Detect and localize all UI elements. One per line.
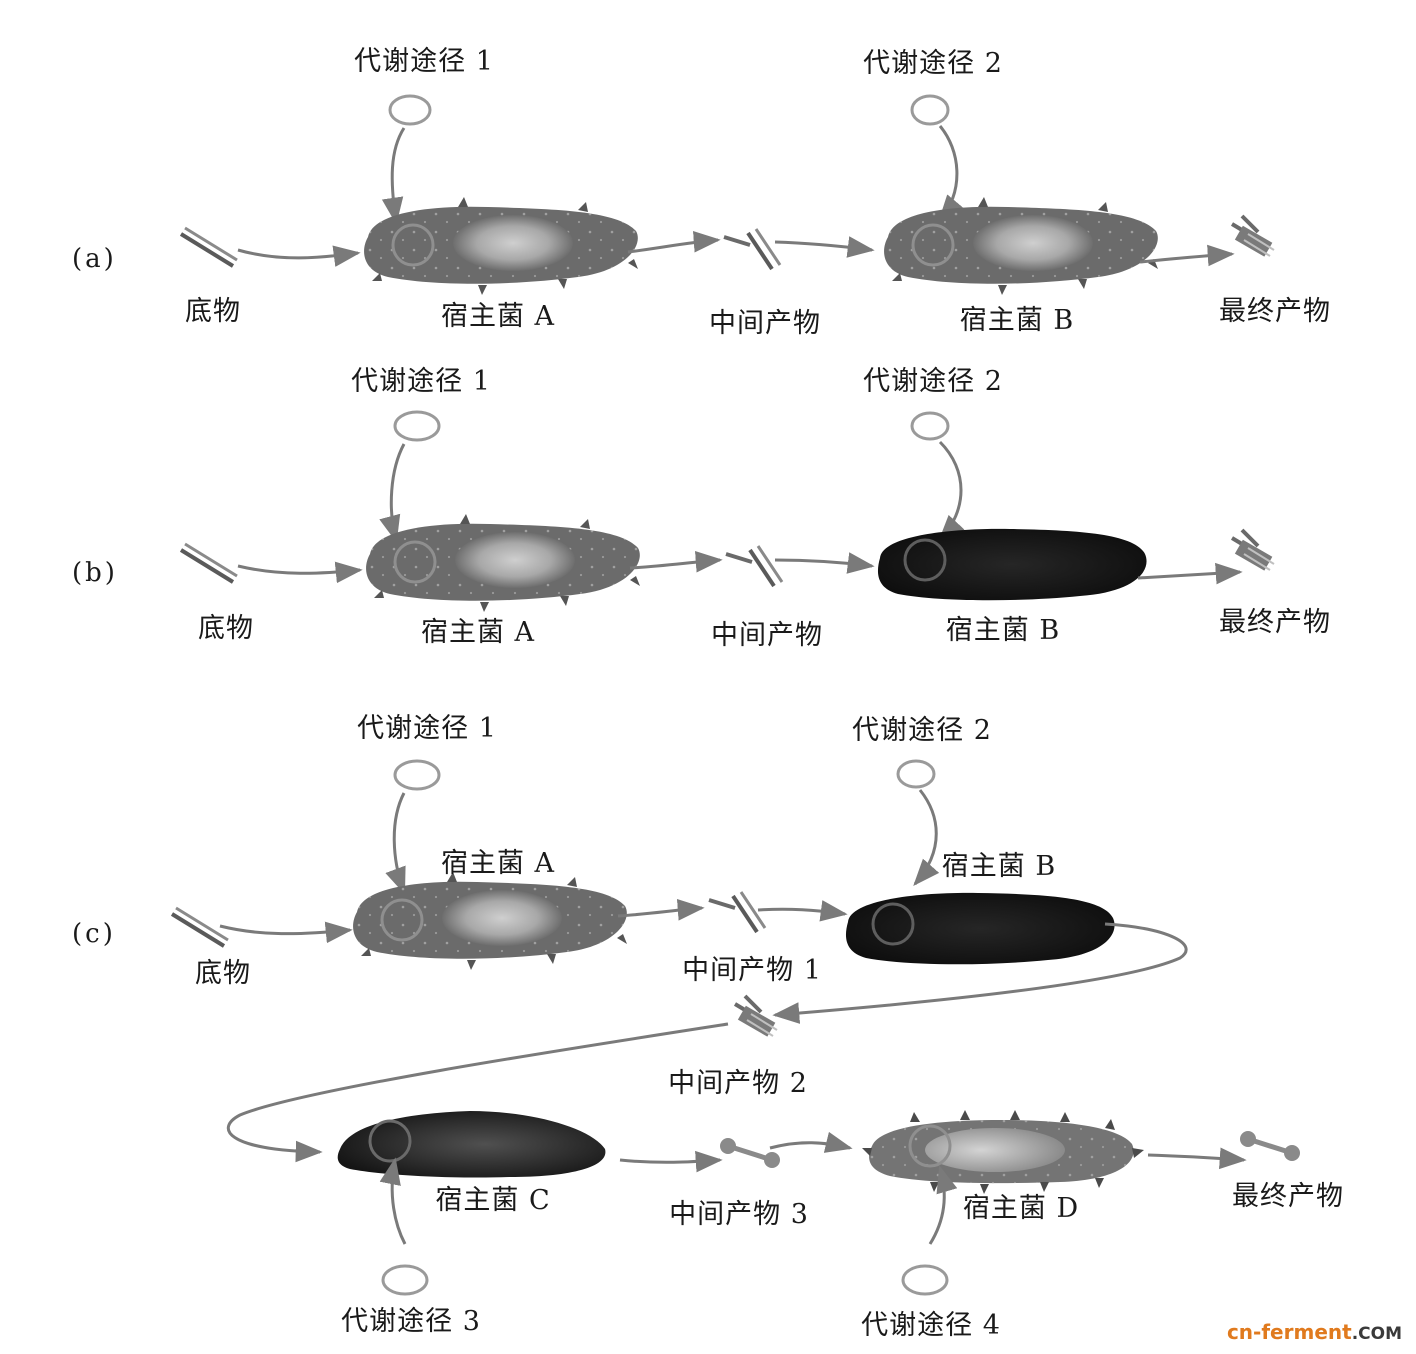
- panel-c-pathway-2-label: 代谢途径 2: [852, 715, 992, 746]
- watermark-logo: cn-ferment.COM: [1227, 1320, 1402, 1344]
- panel-c-intermediate-1-label: 中间产物 1: [682, 955, 822, 986]
- panel-c-host-b-label: 宿主菌 B: [941, 851, 1057, 882]
- panel-c-substrate-label: 底物: [195, 958, 251, 989]
- panel-c-pathway-1-label: 代谢途径 1: [357, 713, 497, 744]
- panel-b-host-a-label: 宿主菌 A: [420, 617, 536, 648]
- panel-c-host-d-label: 宿主菌 D: [962, 1193, 1080, 1224]
- watermark-suffix: .COM: [1351, 1324, 1402, 1344]
- panel-c-intermediate-3-label: 中间产物 3: [669, 1199, 809, 1230]
- panel-c-final-product-label: 最终产物: [1232, 1181, 1344, 1212]
- panel-a-host-a-label: 宿主菌 A: [440, 301, 556, 332]
- panel-c-host-c-label: 宿主菌 C: [435, 1185, 551, 1216]
- panel-a-intermediate-label: 中间产物: [709, 308, 821, 339]
- panel-b-pathway-1-label: 代谢途径 1: [351, 366, 491, 397]
- panel-b-intermediate-label: 中间产物: [711, 620, 823, 651]
- panel-b-final-product-label: 最终产物: [1219, 607, 1331, 638]
- panel-c-intermediate-2-label: 中间产物 2: [668, 1068, 808, 1099]
- panel-a-tag: (a): [72, 244, 117, 274]
- panel-b-tag: (b): [72, 558, 118, 588]
- panel-a-final-product-label: 最终产物: [1219, 296, 1331, 327]
- panel-b-host-b-label: 宿主菌 B: [945, 615, 1061, 646]
- panel-a-host-b-label: 宿主菌 B: [959, 305, 1075, 336]
- panel-c-pathway-3-label: 代谢途径 3: [341, 1306, 481, 1337]
- watermark-brand: cn-ferment: [1226, 1320, 1352, 1344]
- panel-c-host-a-label: 宿主菌 A: [440, 848, 556, 879]
- panel-b-substrate-label: 底物: [198, 613, 254, 644]
- panel-a-substrate-label: 底物: [185, 296, 241, 327]
- panel-a-pathway-2-label: 代谢途径 2: [863, 48, 1003, 79]
- panel-c-tag: (c): [72, 919, 116, 949]
- panel-a-pathway-1-label: 代谢途径 1: [354, 46, 494, 77]
- panel-b-pathway-2-label: 代谢途径 2: [863, 366, 1003, 397]
- panel-c-pathway-4-label: 代谢途径 4: [861, 1310, 1001, 1341]
